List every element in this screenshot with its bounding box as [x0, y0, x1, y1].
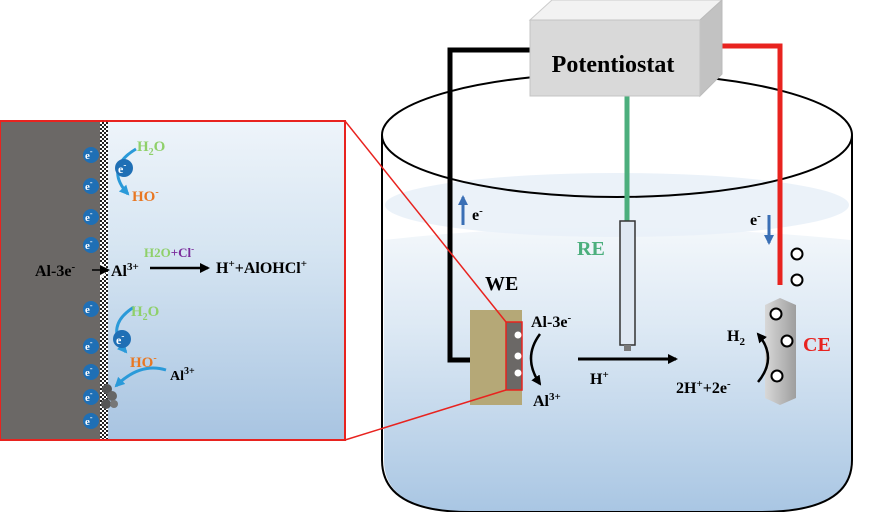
- we-label: WE: [485, 273, 518, 295]
- surface-electron-ball: [83, 364, 99, 380]
- surface-electron-ball: [83, 209, 99, 225]
- surface-electron-ball: [83, 413, 99, 429]
- surface-electron-label: e-: [85, 364, 93, 379]
- surface-electron-label: e-: [85, 338, 93, 353]
- surface-electron-label: e-: [85, 389, 93, 404]
- potentiostat-label: Potentiostat: [552, 52, 675, 78]
- zoom-al-ion-label: Al3+: [111, 261, 139, 280]
- hydrolysis-product: H++AlOHCl+: [216, 258, 307, 277]
- re-label: RE: [577, 238, 605, 260]
- we-curved-arrow: [529, 333, 542, 386]
- electron-left-label: e-: [472, 205, 483, 224]
- aluminium-surface: [0, 121, 100, 440]
- hydrolysis-reagents: H2O+Cl-: [144, 244, 194, 260]
- surface-electron-ball: [83, 389, 99, 405]
- surface-electron-ball: [83, 147, 99, 163]
- surface-electron-ball: [83, 237, 99, 253]
- electron-right-label: e-: [750, 210, 761, 229]
- proton-label: H+: [590, 369, 609, 388]
- surface-electrons: e-e-e-e-e-e-e-e-e-: [83, 147, 99, 429]
- zoom-panel: [0, 120, 346, 441]
- corrosion-deposit: [101, 384, 118, 409]
- upper-hydroxide-label: HO-: [132, 187, 159, 205]
- reference-electrode: [619, 220, 636, 351]
- passive-layer: [100, 121, 108, 440]
- ce-curved-arrow: [756, 332, 770, 383]
- upper-electron-text: e-: [118, 160, 126, 176]
- we-al-ion-label: Al3+: [533, 391, 561, 410]
- surface-electron-label: e-: [85, 209, 93, 224]
- lower-water-label: H2O: [131, 304, 159, 323]
- surface-electron-ball: [83, 338, 99, 354]
- lower-electron-text: e-: [116, 331, 124, 347]
- zoom-oxidation-label: Al-3e-: [35, 261, 75, 280]
- counter-electrode: [765, 247, 804, 405]
- zoom-connector-top: [344, 120, 507, 323]
- precipitation-arrow: [114, 366, 167, 388]
- lower-electron-ball: [113, 330, 131, 348]
- surface-electron-label: e-: [85, 237, 93, 252]
- surface-electron-label: e-: [85, 178, 93, 193]
- surface-electron-ball: [83, 301, 99, 317]
- beaker: [381, 72, 853, 512]
- surface-electron-label: e-: [85, 413, 93, 428]
- zoom-al-ion-2-label: Al3+: [170, 366, 195, 384]
- ce-label: CE: [803, 334, 831, 356]
- upper-electron-ball: [115, 159, 133, 177]
- zoom-connector-bottom: [344, 389, 507, 441]
- upper-water-label: H2O: [137, 139, 165, 158]
- potentiostat: Potentiostat: [528, 0, 723, 98]
- surface-electron-label: e-: [85, 301, 93, 316]
- surface-electron-label: e-: [85, 147, 93, 162]
- h2-label: H2: [727, 328, 745, 348]
- working-electrode: [470, 310, 523, 405]
- ce-reduction-label: 2H++2e-: [676, 378, 731, 397]
- surface-electron-ball: [83, 178, 99, 194]
- we-oxidation-label: Al-3e-: [531, 312, 571, 331]
